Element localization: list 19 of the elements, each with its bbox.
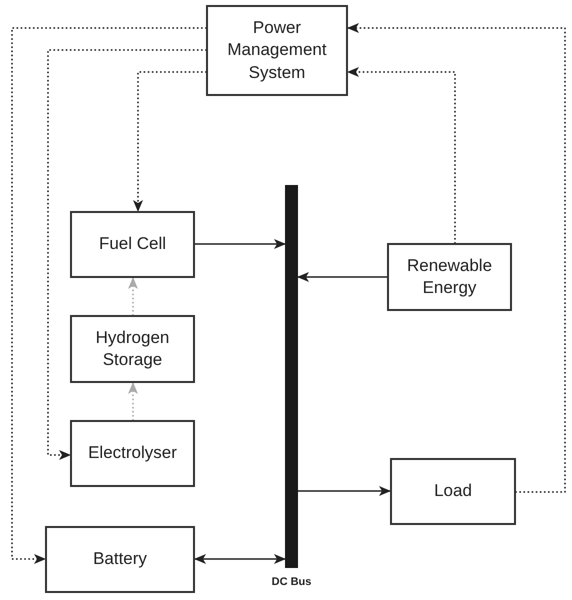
arrow — [11, 27, 207, 564]
arrow — [297, 272, 387, 282]
block-box: Electrolyser — [70, 420, 195, 487]
block-box: Fuel Cell — [70, 211, 195, 278]
block-box: Load — [390, 458, 516, 525]
arrow — [347, 23, 566, 493]
block-box: Power Management System — [206, 5, 348, 96]
arrow — [298, 486, 391, 496]
arrow — [128, 382, 138, 421]
arrow — [47, 49, 207, 460]
arrow — [347, 67, 456, 244]
arrow — [133, 71, 207, 212]
arrow — [194, 554, 286, 564]
block-box: Hydrogen Storage — [70, 315, 195, 383]
block-box: Renewable Energy — [387, 243, 512, 311]
block-box: Battery — [45, 526, 195, 593]
arrow — [128, 277, 138, 316]
arrow — [195, 239, 286, 249]
bus-label: DC Bus — [272, 576, 312, 588]
